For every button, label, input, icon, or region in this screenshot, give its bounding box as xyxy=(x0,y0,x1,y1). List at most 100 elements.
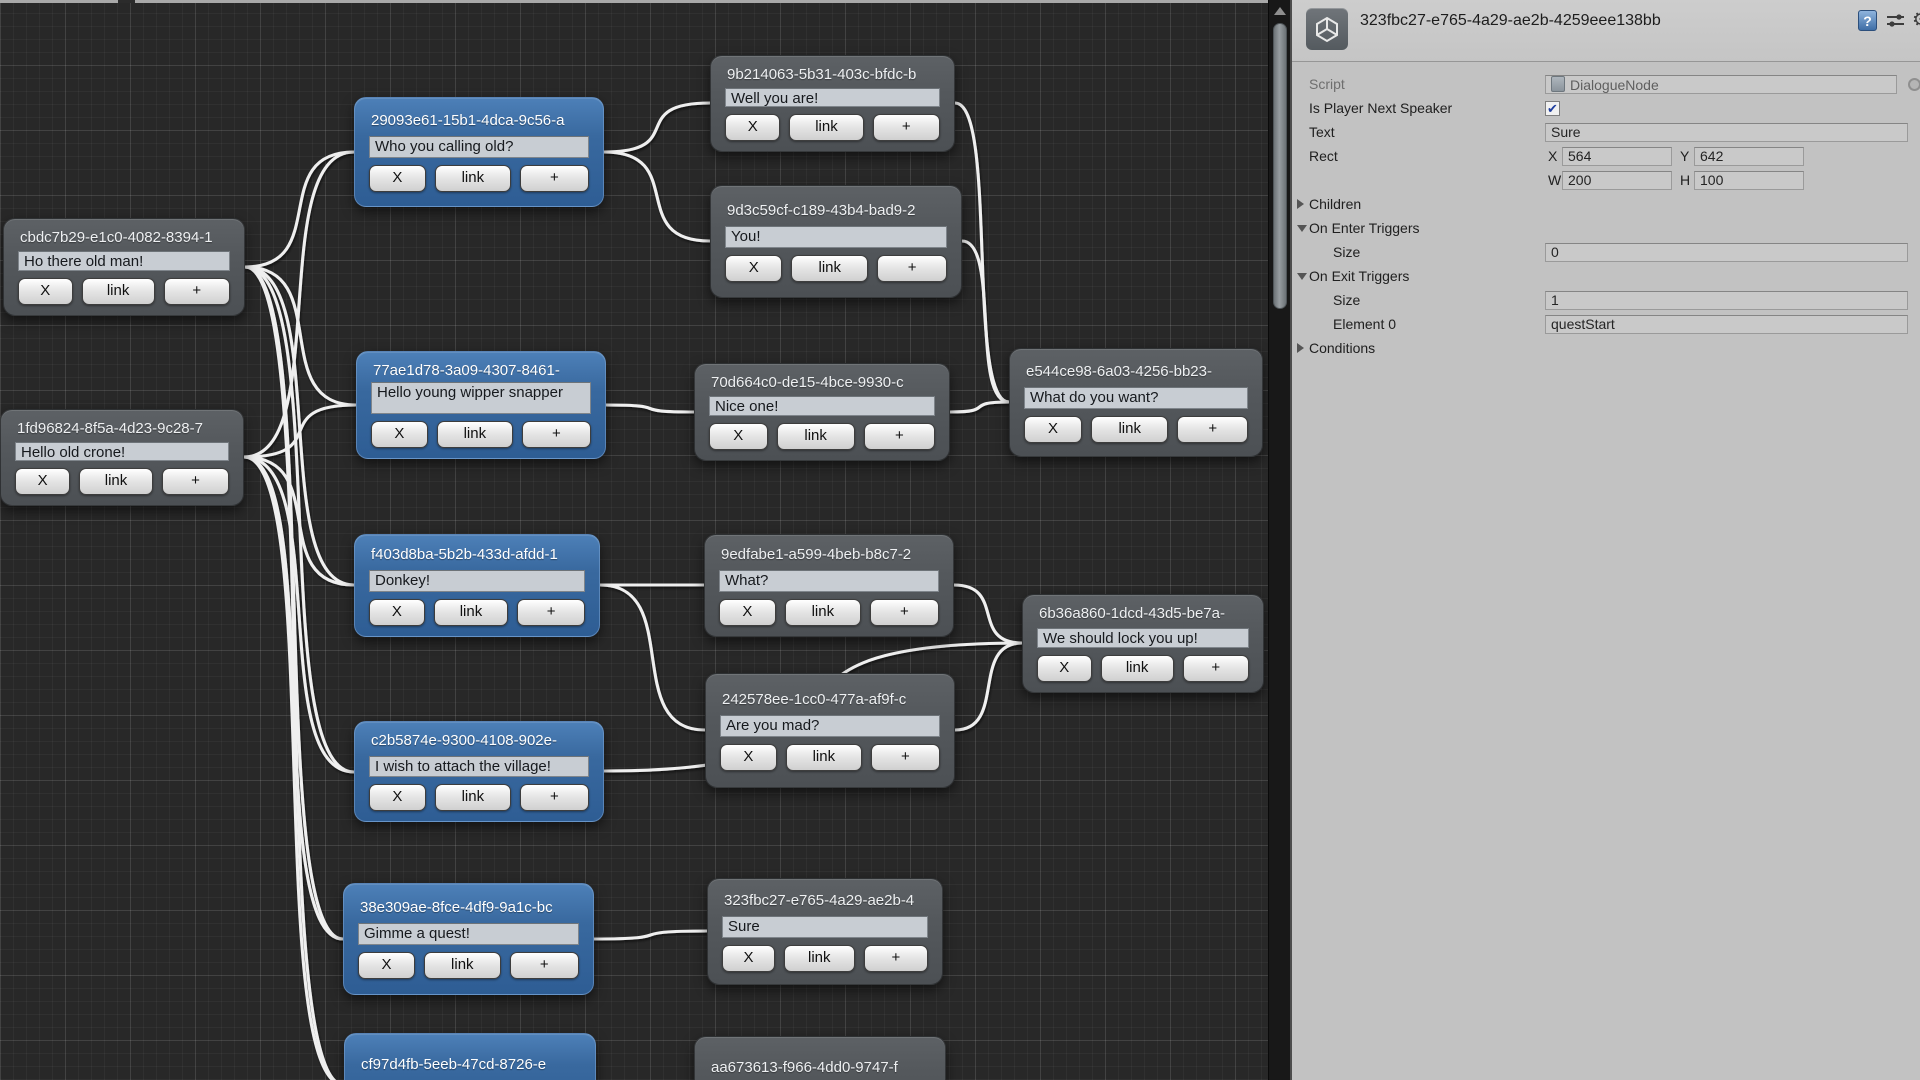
dialogue-node[interactable]: 1fd96824-8f5a-4d23-9c28-7 Hello old cron… xyxy=(0,409,244,506)
presets-icon[interactable] xyxy=(1886,10,1905,31)
add-child-button[interactable]: + xyxy=(863,423,935,450)
link-node-button[interactable]: link xyxy=(81,278,155,305)
link-node-button[interactable]: link xyxy=(785,743,862,771)
rect-x-input[interactable]: 564 xyxy=(1562,146,1672,166)
delete-node-button[interactable]: X xyxy=(369,598,425,626)
scrollbar-thumb[interactable] xyxy=(1273,23,1287,309)
add-child-button[interactable]: + xyxy=(877,254,947,282)
horizontal-scrollbar[interactable] xyxy=(0,0,1268,3)
scrollbar-up-arrow-icon[interactable] xyxy=(1274,7,1286,15)
add-child-button[interactable]: + xyxy=(517,598,585,626)
link-node-button[interactable]: link xyxy=(784,598,861,626)
on-exit-triggers-foldout[interactable]: On Exit Triggers xyxy=(1292,264,1920,288)
dialogue-node[interactable]: 77ae1d78-3a09-4307-8461- Hello young wip… xyxy=(356,351,606,459)
node-text-field[interactable]: What do you want? xyxy=(1024,386,1248,409)
node-text-field[interactable]: We should lock you up! xyxy=(1037,627,1249,648)
node-text-field[interactable]: Hello old crone! xyxy=(15,441,229,461)
delete-node-button[interactable]: X xyxy=(709,423,768,450)
node-text-field[interactable]: I wish to attach the village! xyxy=(369,755,589,777)
node-text-field[interactable]: Ho there old man! xyxy=(18,251,230,271)
node-text-field[interactable]: Donkey! xyxy=(369,569,585,592)
add-child-button[interactable]: + xyxy=(863,944,928,972)
rect-y-input[interactable]: 642 xyxy=(1694,146,1804,166)
delete-node-button[interactable]: X xyxy=(15,468,71,495)
node-text-field[interactable]: Well you are! xyxy=(725,87,940,107)
link-node-button[interactable]: link xyxy=(434,784,511,811)
link-node-button[interactable]: link xyxy=(433,598,509,626)
delete-node-button[interactable]: X xyxy=(371,421,428,448)
chevron-right-icon[interactable] xyxy=(1297,199,1304,209)
node-text-field[interactable]: You! xyxy=(725,225,947,248)
add-child-button[interactable]: + xyxy=(509,952,579,979)
delete-node-button[interactable]: X xyxy=(369,784,426,811)
element0-input[interactable]: questStart xyxy=(1545,314,1908,334)
delete-node-button[interactable]: X xyxy=(719,598,776,626)
conditions-foldout[interactable]: Conditions xyxy=(1292,336,1920,360)
link-node-button[interactable]: link xyxy=(789,114,864,141)
add-child-button[interactable]: + xyxy=(161,468,229,495)
delete-node-button[interactable]: X xyxy=(725,114,781,141)
dialogue-node[interactable]: 29093e61-15b1-4dca-9c56-a Who you callin… xyxy=(354,97,604,207)
add-child-button[interactable]: + xyxy=(519,784,589,811)
on-exit-size-input[interactable]: 1 xyxy=(1545,290,1908,310)
dialogue-graph-canvas[interactable]: cbdc7b29-e1c0-4082-8394-1 Ho there old m… xyxy=(0,0,1268,1080)
rect-h-input[interactable]: 100 xyxy=(1694,170,1804,190)
delete-node-button[interactable]: X xyxy=(369,165,426,192)
add-child-button[interactable]: + xyxy=(519,165,589,192)
link-node-button[interactable]: link xyxy=(424,952,501,979)
children-foldout[interactable]: Children xyxy=(1292,192,1920,216)
dialogue-node[interactable]: 9b214063-5b31-403c-bfdc-b Well you are! … xyxy=(710,55,955,152)
link-node-button[interactable]: link xyxy=(783,944,855,972)
link-node-button[interactable]: link xyxy=(434,165,511,192)
add-child-button[interactable]: + xyxy=(1182,655,1250,682)
add-child-button[interactable]: + xyxy=(870,743,940,771)
link-node-button[interactable]: link xyxy=(79,468,153,495)
link-node-button[interactable]: link xyxy=(776,423,855,450)
delete-node-button[interactable]: X xyxy=(1037,655,1092,682)
add-child-button[interactable]: + xyxy=(521,421,591,448)
add-child-button[interactable]: + xyxy=(869,598,939,626)
chevron-right-icon[interactable] xyxy=(1297,343,1304,353)
node-text-field[interactable]: Gimme a quest! xyxy=(358,923,579,945)
link-node-button[interactable]: link xyxy=(436,421,513,448)
gear-icon[interactable]: ⚙ xyxy=(1912,10,1920,31)
delete-node-button[interactable]: X xyxy=(720,743,777,771)
help-book-icon[interactable]: ? xyxy=(1858,10,1877,31)
dialogue-node[interactable]: c2b5874e-9300-4108-902e- I wish to attac… xyxy=(354,721,604,822)
chevron-down-icon[interactable] xyxy=(1297,224,1307,232)
delete-node-button[interactable]: X xyxy=(1024,415,1082,443)
script-field[interactable]: DialogueNode xyxy=(1545,74,1897,94)
object-picker-icon[interactable] xyxy=(1908,77,1920,91)
chevron-down-icon[interactable] xyxy=(1297,272,1307,280)
delete-node-button[interactable]: X xyxy=(722,944,775,972)
link-node-button[interactable]: link xyxy=(1100,655,1174,682)
text-input[interactable]: Sure xyxy=(1545,122,1908,142)
add-child-button[interactable]: + xyxy=(872,114,940,141)
dialogue-node[interactable]: cf97d4fb-5eeb-47cd-8726-e xyxy=(344,1033,596,1080)
vertical-scrollbar[interactable] xyxy=(1268,0,1290,1080)
node-text-field[interactable]: Hello young wipper snapper xyxy=(371,382,591,414)
node-text-field[interactable]: Who you calling old? xyxy=(369,136,589,158)
node-text-field[interactable]: Nice one! xyxy=(709,396,935,416)
node-text-field[interactable]: Sure xyxy=(722,915,928,938)
node-text-field[interactable]: Are you mad? xyxy=(720,714,940,737)
add-child-button[interactable]: + xyxy=(1177,415,1248,443)
delete-node-button[interactable]: X xyxy=(725,254,783,282)
dialogue-node[interactable]: 6b36a860-1dcd-43d5-be7a- We should lock … xyxy=(1022,594,1264,693)
is-player-checkbox[interactable]: ✔ xyxy=(1545,100,1560,116)
delete-node-button[interactable]: X xyxy=(358,952,416,979)
dialogue-node[interactable]: 242578ee-1cc0-477a-af9f-c Are you mad? X… xyxy=(705,673,955,788)
node-text-field[interactable]: What? xyxy=(719,569,939,592)
delete-node-button[interactable]: X xyxy=(18,278,73,305)
link-node-button[interactable]: link xyxy=(1090,415,1169,443)
on-enter-size-input[interactable]: 0 xyxy=(1545,242,1908,262)
dialogue-node[interactable]: 38e309ae-8fce-4df9-9a1c-bc Gimme a quest… xyxy=(343,883,594,995)
dialogue-node[interactable]: aa673613-f966-4dd0-9747-f xyxy=(694,1036,946,1080)
add-child-button[interactable]: + xyxy=(163,278,231,305)
dialogue-node[interactable]: cbdc7b29-e1c0-4082-8394-1 Ho there old m… xyxy=(3,218,245,316)
